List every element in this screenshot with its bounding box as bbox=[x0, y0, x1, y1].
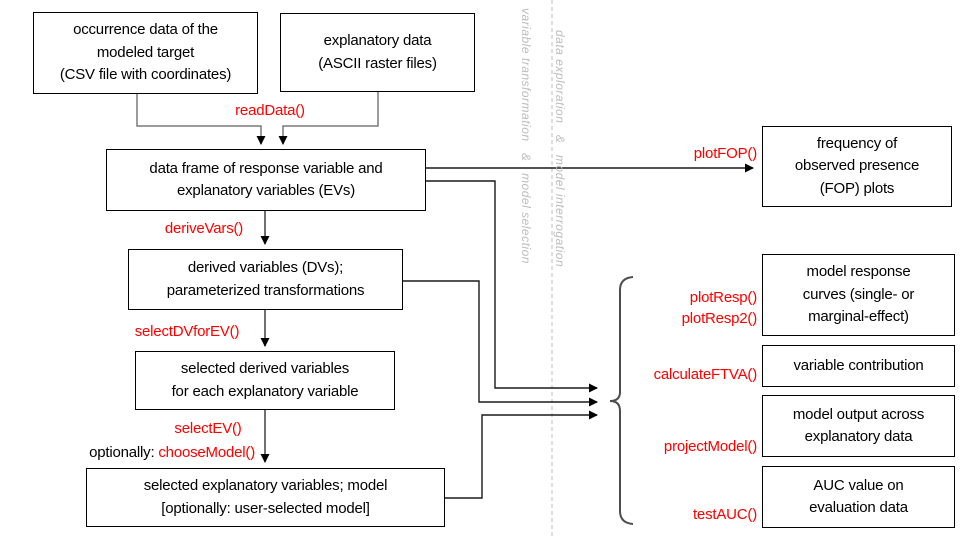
node-explanatory-data: explanatory data (ASCII raster files) bbox=[280, 13, 475, 92]
fn-testAUC: testAUC() bbox=[692, 506, 757, 523]
fn-plotResp2: plotResp2() bbox=[681, 310, 758, 327]
grouping-brace bbox=[609, 276, 634, 525]
fn-chooseModel-line: optionally: chooseModel() bbox=[20, 442, 255, 463]
connector-derivedvars-to-brace bbox=[402, 280, 598, 407]
node-model-output: model output across explanatory data bbox=[762, 395, 955, 457]
fn-selectDVforEV: selectDVforEV() bbox=[134, 323, 240, 340]
divider-label-left: variable transformation & model selectio… bbox=[519, 8, 533, 264]
connector-evframe-to-brace bbox=[426, 180, 598, 393]
node-auc-value: AUC value on evaluation data bbox=[762, 466, 955, 528]
node-occurrence-data: occurrence data of the modeled target (C… bbox=[33, 12, 258, 94]
node-fop-plots: frequency of observed presence (FOP) plo… bbox=[762, 126, 952, 207]
fn-readData: readData() bbox=[235, 102, 305, 119]
node-derived-variables: derived variables (DVs); parameterized t… bbox=[128, 249, 403, 310]
connector-occurrence-to-evframe bbox=[136, 94, 266, 145]
fn-plotFOP: plotFOP() bbox=[693, 145, 757, 162]
fn-plotResp: plotResp() bbox=[689, 289, 757, 306]
fn-deriveVars: deriveVars() bbox=[164, 220, 244, 237]
connector-explanatory-to-evframe bbox=[278, 92, 379, 145]
fn-selectEV: selectEV() bbox=[174, 420, 242, 437]
node-ev-data-frame: data frame of response variable and expl… bbox=[106, 149, 426, 211]
fn-calculateFTVA: calculateFTVA() bbox=[653, 366, 758, 383]
node-variable-contribution: variable contribution bbox=[762, 345, 955, 387]
node-selected-derived-variables: selected derived variables for each expl… bbox=[135, 351, 395, 410]
node-selected-explanatory-variables: selected explanatory variables; model [o… bbox=[86, 468, 445, 527]
fn-projectModel: projectModel() bbox=[663, 438, 757, 455]
connector-selectedevs-to-brace bbox=[445, 410, 598, 499]
fn-chooseModel: chooseModel() bbox=[158, 444, 255, 461]
divider-label-right: data exploration & model interrogation bbox=[553, 30, 567, 268]
optionally-prefix: optionally: bbox=[89, 444, 159, 461]
node-response-curves: model response curves (single- or margin… bbox=[762, 254, 955, 336]
